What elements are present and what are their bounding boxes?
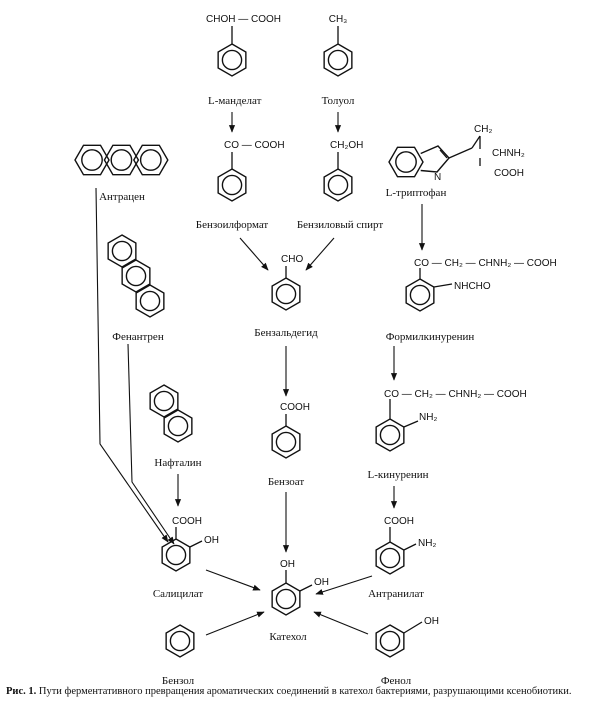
arrow-phenol-catechol <box>313 611 369 635</box>
compound-anthranilate: COOH NH₂ Антранилат <box>368 516 436 600</box>
phenanthrene-label: Фенантрен <box>112 331 164 343</box>
arrow-anthranilate-catechol <box>315 575 373 595</box>
benzene-ring <box>405 278 435 312</box>
arrow-salicylate-catechol <box>205 569 261 591</box>
benzoate-label: Бензоат <box>268 476 304 488</box>
figure-caption: Рис. 1. Пути ферментативного превращения… <box>6 686 586 698</box>
arrow-phenanthrene-salicylate <box>127 343 175 545</box>
kynurenine-chain: CO — CH₂ — CHNH₂ — COOH <box>384 389 527 400</box>
benzene-ring <box>103 144 140 176</box>
toluene-label: Толуол <box>322 95 355 107</box>
benzaldehyde-label: Бензальдегид <box>254 327 318 339</box>
benzene-ring <box>74 144 110 176</box>
mandelate-label: L-манделат <box>208 95 262 107</box>
salicylate-cooh: COOH <box>172 516 202 527</box>
formylkynurenine-chain: CO — CH₂ — CHNH₂ — COOH <box>414 258 557 269</box>
benzyl-alcohol-label: Бензиловый спирт <box>297 219 384 231</box>
benzene-ring <box>388 146 424 178</box>
benzoate-group: COOH <box>280 402 310 413</box>
compound-benzyl-alcohol: CH₂OH Бензиловый спирт <box>297 140 384 231</box>
arrow-benzene-catechol <box>205 611 265 636</box>
arrow-benzylalcohol-benzaldehyde <box>305 237 335 271</box>
compound-phenanthrene: Фенантрен <box>107 234 165 343</box>
benzene-ring <box>271 582 301 616</box>
benzene-ring <box>323 168 353 202</box>
benzene-ring <box>271 277 301 311</box>
compound-toluene: CH₃ Толуол <box>322 14 355 107</box>
caption-text: Пути ферментативного превращения аромати… <box>38 686 572 697</box>
benzene-ring <box>132 144 169 176</box>
compound-tryptophan: N CH₂ CHNH₂ COOH L-триптофан <box>386 124 525 199</box>
compound-salicylate: COOH OH Салицилат <box>153 516 219 600</box>
compound-naphthalene: Нафталин <box>149 384 202 469</box>
compound-benzene: Бензол <box>162 624 195 687</box>
benzene-ring <box>163 409 193 443</box>
formylkynurenine-label: Формилкинуренин <box>386 331 475 343</box>
caption-prefix: Рис. 1. <box>6 686 37 697</box>
tryptophan-n: N <box>434 172 441 183</box>
benzaldehyde-group: CHO <box>281 254 303 265</box>
phenol-oh: OH <box>424 616 439 627</box>
anthracene-label: Антрацен <box>99 191 145 203</box>
benzene-ring <box>149 384 179 418</box>
compound-benzoate: COOH Бензоат <box>268 402 310 488</box>
tryptophan-chnh2: CHNH₂ <box>492 148 525 159</box>
mandelate-group: CHOH — COOH <box>206 14 281 25</box>
tryptophan-ch2: CH₂ <box>474 124 492 135</box>
catechol-oh-2: OH <box>314 577 329 588</box>
compound-benzoylformate: CO — COOH Бензоилформат <box>196 140 285 231</box>
benzene-ring <box>271 425 301 459</box>
kynurenine-nh2: NH₂ <box>419 412 437 423</box>
tryptophan-cooh: COOH <box>494 168 524 179</box>
compound-formylkynurenine: CO — CH₂ — CHNH₂ — COOH NHCHO Формилкину… <box>386 258 557 343</box>
arrow-benzoylformate-benzaldehyde <box>239 237 269 271</box>
benzene-ring <box>121 259 151 293</box>
salicylate-label: Салицилат <box>153 588 204 600</box>
benzene-ring <box>217 43 247 77</box>
arrow-anthracene-salicylate <box>95 187 169 543</box>
benzene-label: Бензол <box>162 675 195 687</box>
benzene-ring <box>107 234 137 268</box>
compound-catechol: OH OH Катехол <box>269 559 329 643</box>
phenol-label: Фенол <box>381 675 412 687</box>
benzene-ring <box>165 624 195 658</box>
toluene-group: CH₃ <box>329 14 348 25</box>
formylkynurenine-nhcho: NHCHO <box>454 281 491 292</box>
benzyl-alcohol-group: CH₂OH <box>330 140 363 151</box>
benzene-ring <box>135 284 165 318</box>
benzene-ring <box>323 43 353 77</box>
anthranilate-cooh: COOH <box>384 516 414 527</box>
benzoylformate-group: CO — COOH <box>224 140 285 151</box>
compound-benzaldehyde: CHO Бензальдегид <box>254 254 318 339</box>
compound-kynurenine: CO — CH₂ — CHNH₂ — COOH NH₂ L-кинуренин <box>367 389 526 481</box>
anthranilate-nh2: NH₂ <box>418 538 436 549</box>
salicylate-oh: OH <box>204 535 219 546</box>
naphthalene-label: Нафталин <box>154 457 201 469</box>
reaction-arrows <box>95 112 426 636</box>
catechol-label: Катехол <box>269 631 307 643</box>
compound-mandelate: CHOH — COOH L-манделат <box>206 14 281 107</box>
catechol-oh-1: OH <box>280 559 295 570</box>
compound-anthracene: Антрацен <box>74 144 169 203</box>
benzene-ring <box>375 418 405 452</box>
benzene-ring <box>217 168 247 202</box>
kynurenine-label: L-кинуренин <box>367 469 428 481</box>
anthranilate-label: Антранилат <box>368 588 424 600</box>
benzene-ring <box>375 541 405 575</box>
benzoylformate-label: Бензоилформат <box>196 219 269 231</box>
tryptophan-label: L-триптофан <box>386 187 447 199</box>
compound-phenol: OH Фенол <box>375 616 439 687</box>
benzene-ring <box>161 538 191 572</box>
benzene-ring <box>375 624 405 658</box>
